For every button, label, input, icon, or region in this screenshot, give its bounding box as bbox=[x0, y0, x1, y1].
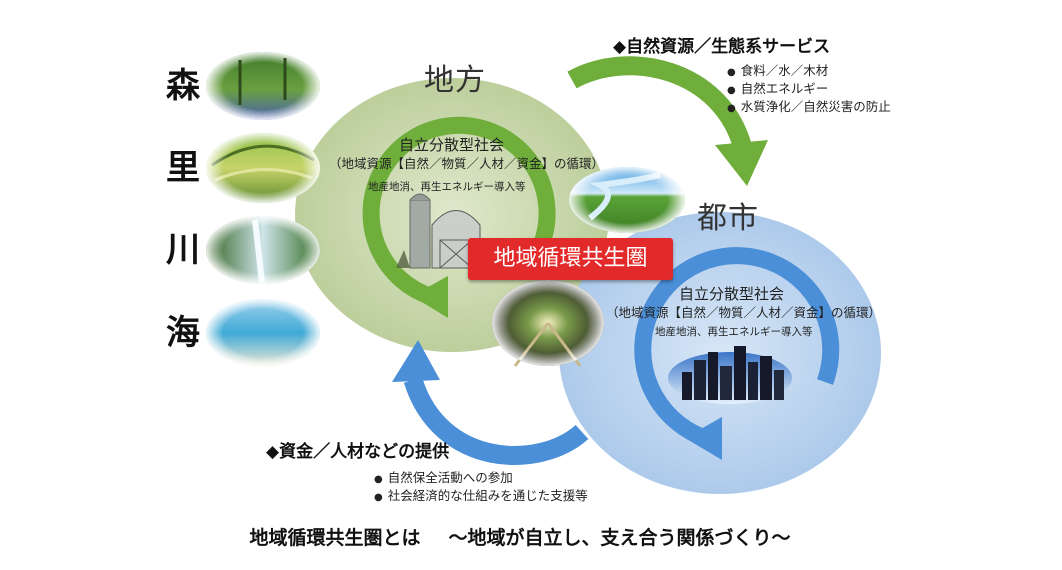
footer-main: 地域循環共生圏とは bbox=[249, 527, 421, 549]
urban-cycle-arrow bbox=[634, 247, 840, 445]
urban-society-detail: （地域資源【自然／物質／人材／資金】の循環） bbox=[606, 305, 882, 320]
support-flow-arrowhead bbox=[392, 340, 440, 382]
nature-flow-arrow bbox=[567, 56, 752, 149]
funding-support-list: 自然保全活動への参加 社会経済的な仕組みを通じた支援等 bbox=[374, 470, 588, 506]
local-cycle-arrow bbox=[362, 116, 556, 306]
footer-sub: ～地域が自立し、支え合う関係づくり～ bbox=[448, 527, 791, 549]
list-item: 自然保全活動への参加 bbox=[374, 470, 588, 488]
list-item: 水質浄化／自然災害の防止 bbox=[727, 99, 891, 117]
urban-society-title: 自立分散型社会 bbox=[679, 285, 785, 303]
footer-caption: 地域循環共生圏とは ～地域が自立し、支え合う関係づくり～ bbox=[160, 523, 880, 550]
list-item: 食料／水／木材 bbox=[727, 63, 891, 81]
local-society-note: 地産地消、再生エネルギー導入等 bbox=[368, 181, 526, 193]
satoyama-photo bbox=[206, 133, 320, 203]
satoyama-label: 里 bbox=[166, 148, 200, 188]
forest-photo bbox=[206, 52, 320, 120]
local-society-detail: （地域資源【自然／物質／人材／資金】の循環） bbox=[329, 156, 605, 171]
nature-resources-list: 食料／水／木材 自然エネルギー 水質浄化／自然災害の防止 bbox=[727, 63, 891, 117]
nature-resources-heading: ◆自然資源／生態系サービス bbox=[613, 37, 831, 57]
local-society-title: 自立分散型社会 bbox=[399, 136, 505, 154]
urban-title: 都市 bbox=[697, 201, 759, 236]
funding-support-heading: ◆資金／人材などの提供 bbox=[266, 442, 450, 462]
city-skyline-illustration bbox=[668, 346, 792, 404]
local-cycle-arrowhead bbox=[412, 276, 448, 318]
list-item: 社会経済的な仕組みを通じた支援等 bbox=[374, 488, 588, 506]
local-title: 地方 bbox=[424, 63, 486, 98]
sea-photo bbox=[206, 299, 320, 367]
urban-society-note: 地産地消、再生エネルギー導入等 bbox=[655, 326, 813, 338]
river-landscape-photo bbox=[569, 167, 685, 233]
regional-circulation-badge: 地域循環共生圏 bbox=[468, 238, 673, 280]
nature-flow-arrowhead bbox=[715, 140, 768, 186]
urban-cycle-arrowhead bbox=[685, 417, 722, 460]
support-flow-arrow bbox=[403, 376, 589, 465]
train-photo bbox=[492, 280, 604, 367]
sea-label: 海 bbox=[166, 313, 200, 353]
list-item: 自然エネルギー bbox=[727, 81, 891, 99]
forest-label: 森 bbox=[166, 66, 200, 106]
river-photo bbox=[206, 216, 320, 284]
river-label: 川 bbox=[166, 230, 200, 270]
